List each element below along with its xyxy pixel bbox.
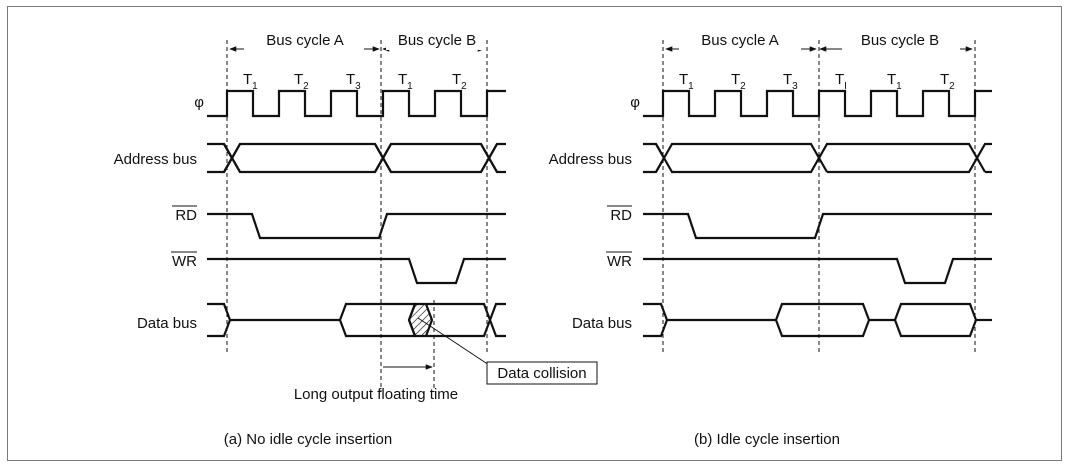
data-bus-write-data: [893, 302, 978, 338]
wr-waveform: [643, 257, 992, 285]
collision-box: [486, 361, 598, 385]
address-bus-waveform: [643, 142, 666, 174]
rd-label: RD: [175, 207, 197, 224]
collision-pointer: [417, 317, 490, 366]
clock-label: φ: [630, 94, 640, 111]
figure-frame: [7, 6, 1062, 461]
address-bus-label: Address bus: [549, 151, 632, 168]
panel-b: Bus cycle A Bus cycle B T1 T2 T3 TI T1 T…: [549, 30, 992, 448]
wr-label: WR: [172, 253, 197, 270]
state-label: T2: [294, 71, 309, 92]
state-label: T2: [940, 71, 955, 92]
data-bus-label: Data bus: [572, 315, 632, 332]
panel-a: Bus cycle A Bus cycle B T1 T2 T3 T1 T2 φ…: [114, 30, 598, 448]
address-bus-waveform: [223, 155, 506, 174]
bus-cycle-b-label: Bus cycle B: [398, 32, 476, 49]
state-label: T1: [243, 71, 258, 92]
data-bus-waveform: [488, 302, 506, 338]
data-bus-read-data: [338, 302, 417, 338]
rd-waveform: [207, 212, 506, 240]
address-bus-waveform: [223, 142, 506, 161]
bus-cycle-a-label: Bus cycle A: [701, 32, 779, 49]
state-label: T1: [398, 71, 413, 92]
collision-label: Data collision: [497, 365, 586, 382]
state-label: T1: [679, 71, 694, 92]
state-label: T2: [731, 71, 746, 92]
state-label: T1: [887, 71, 902, 92]
wr-label: WR: [607, 253, 632, 270]
state-label: TI: [835, 71, 847, 92]
state-label: T2: [452, 71, 467, 92]
caption-a: (a) No idle cycle insertion: [224, 431, 392, 448]
bus-cycle-b-label: Bus cycle B: [861, 32, 939, 49]
data-bus-write-data: [426, 302, 492, 338]
rd-label: RD: [610, 207, 632, 224]
state-label: T3: [346, 71, 361, 92]
address-bus-label: Address bus: [114, 151, 197, 168]
clock-waveform: [207, 89, 506, 118]
floating-time-label: Long output floating time: [294, 386, 458, 403]
caption-b: (b) Idle cycle insertion: [694, 431, 840, 448]
clock-waveform: [643, 89, 992, 118]
data-bus-label: Data bus: [137, 315, 197, 332]
rd-waveform: [643, 212, 992, 240]
bus-cycle-a-label: Bus cycle A: [266, 32, 344, 49]
address-bus-waveform: [655, 142, 992, 174]
address-bus-waveform: [207, 142, 234, 174]
clock-label: φ: [194, 94, 204, 111]
address-bus-transition: [223, 143, 498, 173]
state-label: T3: [783, 71, 798, 92]
data-bus-read-data: [774, 302, 871, 338]
wr-waveform: [207, 257, 506, 285]
